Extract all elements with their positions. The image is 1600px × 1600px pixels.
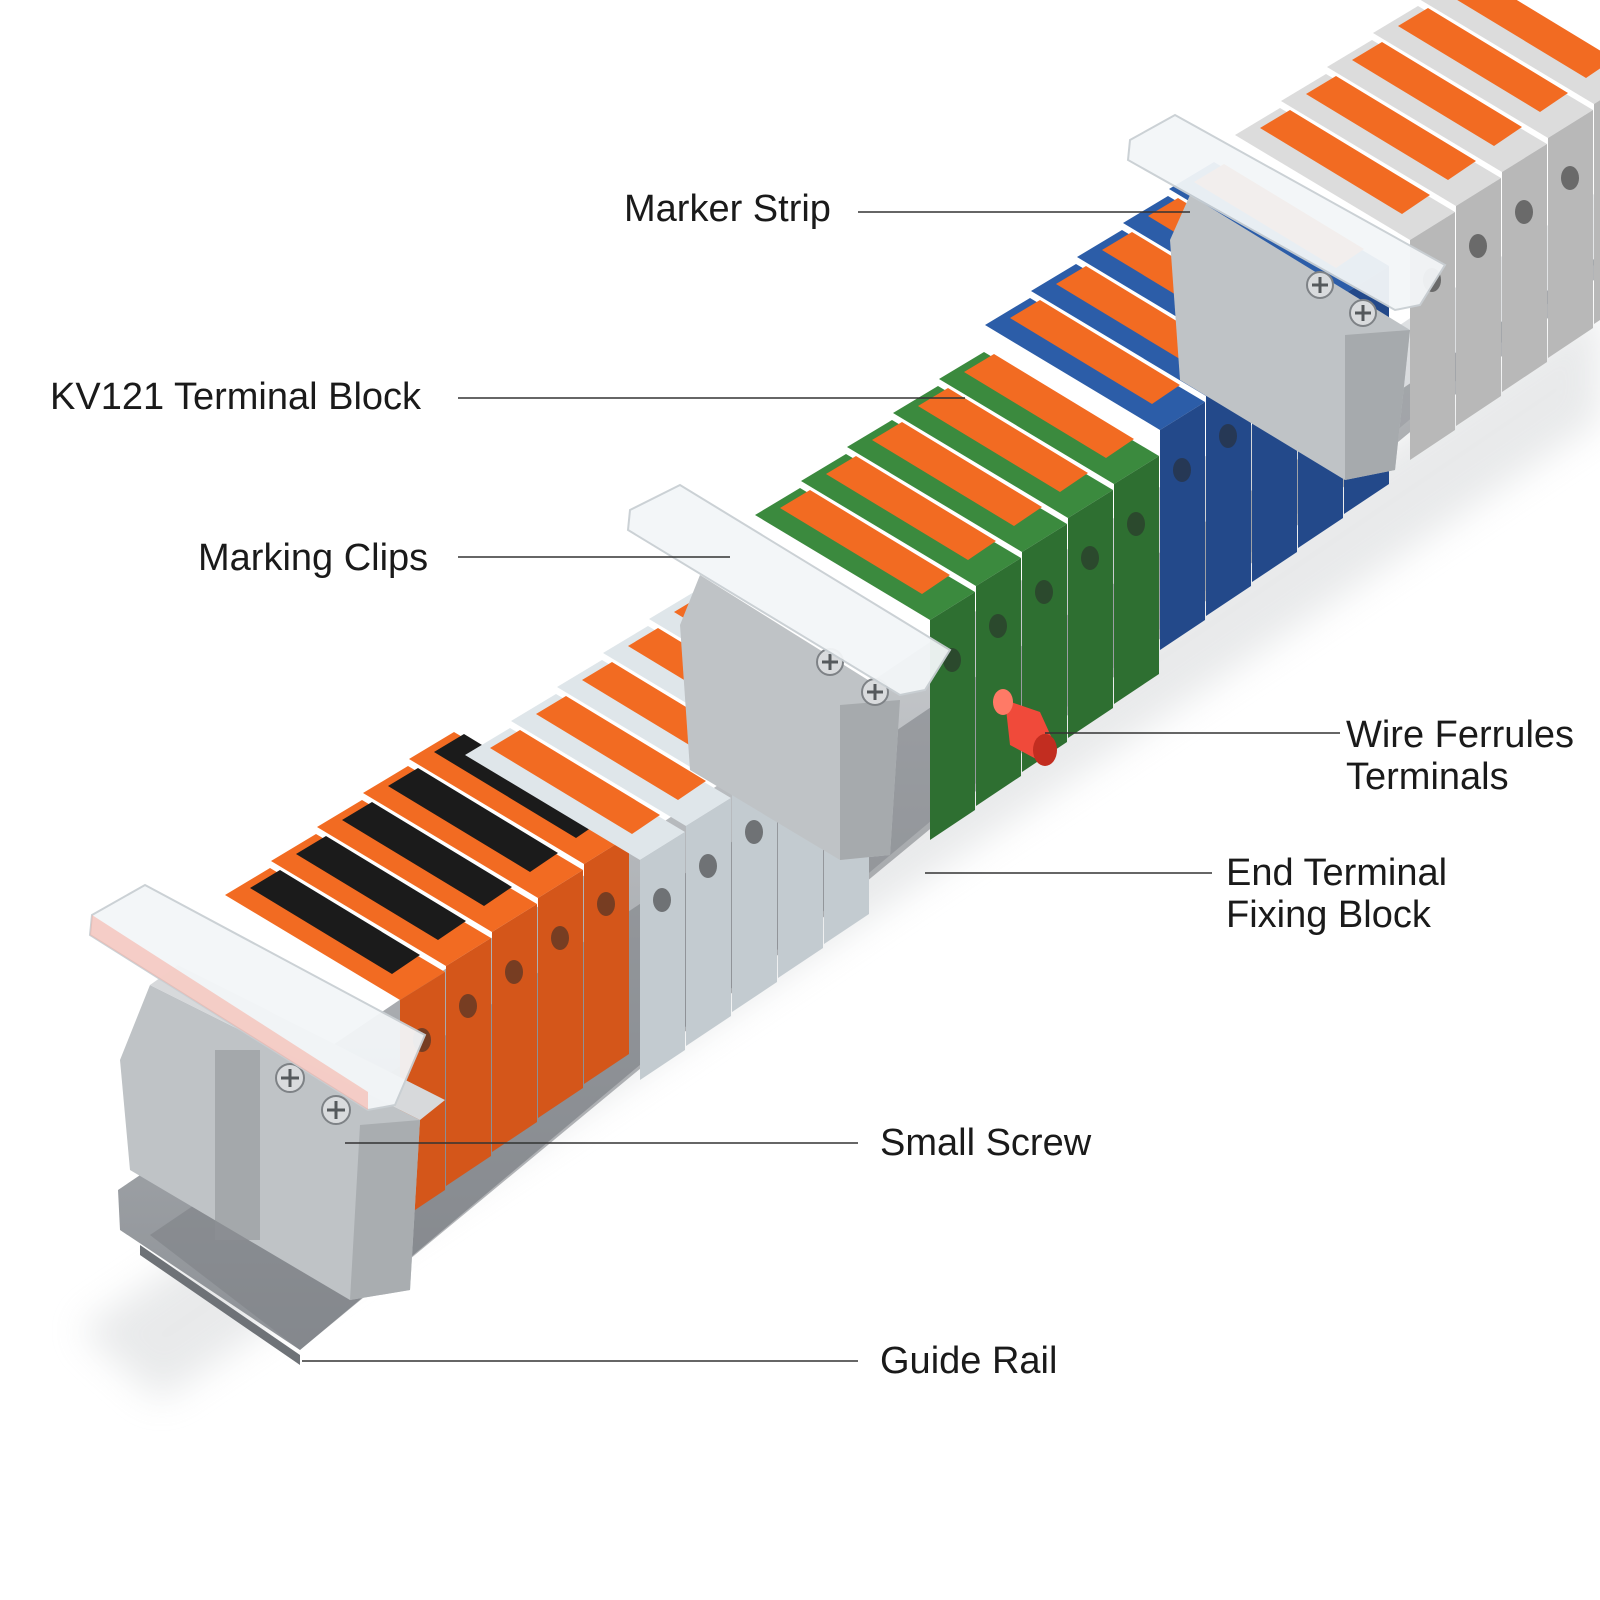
gray-terminal <box>1420 0 1600 324</box>
marker-strip-rear <box>1126 113 1447 312</box>
green-terminal <box>801 454 1021 806</box>
green-terminal <box>893 386 1113 738</box>
green-terminal <box>939 352 1159 704</box>
marker-strip-middle <box>626 483 952 697</box>
label-marking-clips: Marking Clips <box>198 537 429 579</box>
end-terminal-middle <box>680 575 900 860</box>
screw-icon <box>275 1063 305 1093</box>
orange-terminal <box>317 800 537 1152</box>
gray-terminal <box>1327 40 1547 392</box>
label-wire-ferrules-line2: Terminals <box>1346 756 1509 798</box>
label-marker-strip: Marker Strip <box>624 188 831 230</box>
label-guide-rail: Guide Rail <box>880 1340 1058 1382</box>
blue-terminal <box>985 298 1205 650</box>
leader-lines <box>302 211 1340 1362</box>
gray-terminal <box>1373 6 1593 358</box>
screw-icon <box>321 1095 351 1125</box>
clear-terminal <box>465 728 685 1080</box>
label-small-screw: Small Screw <box>880 1122 1092 1164</box>
label-end-terminal-line2: Fixing Block <box>1226 894 1431 936</box>
marker-strip-front <box>88 883 427 1112</box>
end-terminal-rear <box>1170 195 1410 480</box>
screw-icon <box>1306 271 1334 299</box>
green-terminal <box>755 488 975 840</box>
small-screw-group <box>275 271 1377 1125</box>
clear-terminal <box>511 694 731 1046</box>
label-terminal-block: KV121 Terminal Block <box>50 376 422 418</box>
orange-terminal <box>271 834 491 1186</box>
terminal-modules <box>225 0 1600 1220</box>
gray-terminal <box>1281 74 1501 426</box>
label-end-terminal-line1: End Terminal <box>1226 852 1448 894</box>
label-end-terminal: End Terminal Fixing Block <box>1226 852 1447 936</box>
orange-terminal <box>363 766 583 1118</box>
wire-ferrule <box>993 689 1057 766</box>
label-wire-ferrules: Wire Ferrules Terminals <box>1346 714 1574 798</box>
label-wire-ferrules-line1: Wire Ferrules <box>1346 714 1575 756</box>
screw-icon <box>1349 299 1377 327</box>
